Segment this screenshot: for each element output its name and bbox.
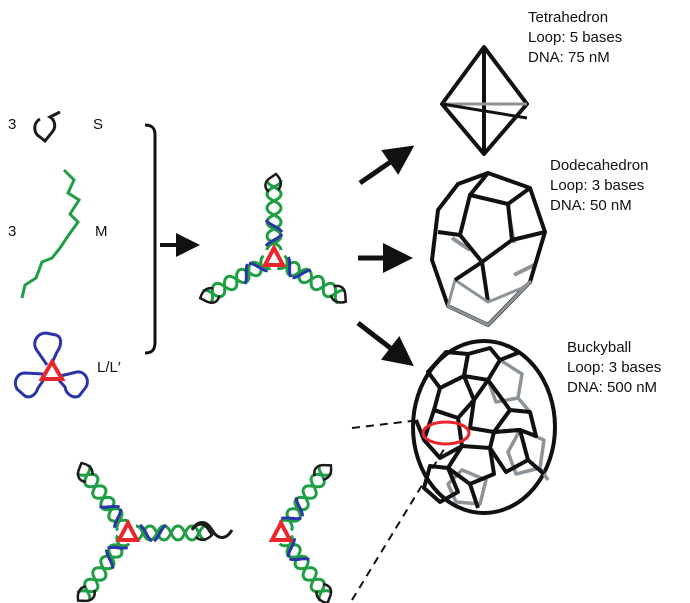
linked-stars (71, 457, 338, 603)
tetrahedron-caption: Tetrahedron Loop: 5 bases DNA: 75 nM (528, 8, 622, 68)
dodecahedron-title: Dodecahedron (550, 157, 649, 174)
m-strand-label: M (95, 223, 108, 240)
tetrahedron (440, 45, 529, 156)
buckyball (411, 339, 557, 515)
dodecahedron-caption: Dodecahedron Loop: 3 bases DNA: 50 nM (550, 156, 648, 216)
tetrahedron-dna: DNA: 75 nM (528, 49, 610, 66)
s-strand-count: 3 (8, 116, 17, 133)
buckyball-caption: Buckyball Loop: 3 bases DNA: 500 nM (567, 338, 661, 398)
arrow-to-buckyball (356, 321, 414, 367)
buckyball-loop: Loop: 3 bases (567, 359, 662, 376)
bracket (144, 123, 157, 355)
dodecahedron-loop: Loop: 3 bases (550, 177, 645, 194)
arrow-to-tetrahedron (358, 145, 415, 186)
s-strand-icon (33, 110, 61, 144)
three-point-star (195, 172, 353, 309)
tetrahedron-title: Tetrahedron (528, 9, 609, 26)
m-strand-count: 3 (8, 223, 17, 240)
m-strand-icon (20, 168, 82, 299)
dodecahedron-dna: DNA: 50 nM (550, 197, 632, 214)
zoom-line-top (351, 419, 421, 429)
dodecahedron (430, 171, 547, 327)
buckyball-dna: DNA: 500 nM (567, 379, 658, 396)
buckyball-title: Buckyball (567, 339, 632, 356)
zoom-line-bottom (351, 445, 447, 601)
l-strand-icon (13, 331, 89, 399)
s-strand-label: S (93, 116, 104, 133)
tetrahedron-loop: Loop: 5 bases (528, 29, 623, 46)
l-strand-label: L/L′ (97, 359, 121, 376)
